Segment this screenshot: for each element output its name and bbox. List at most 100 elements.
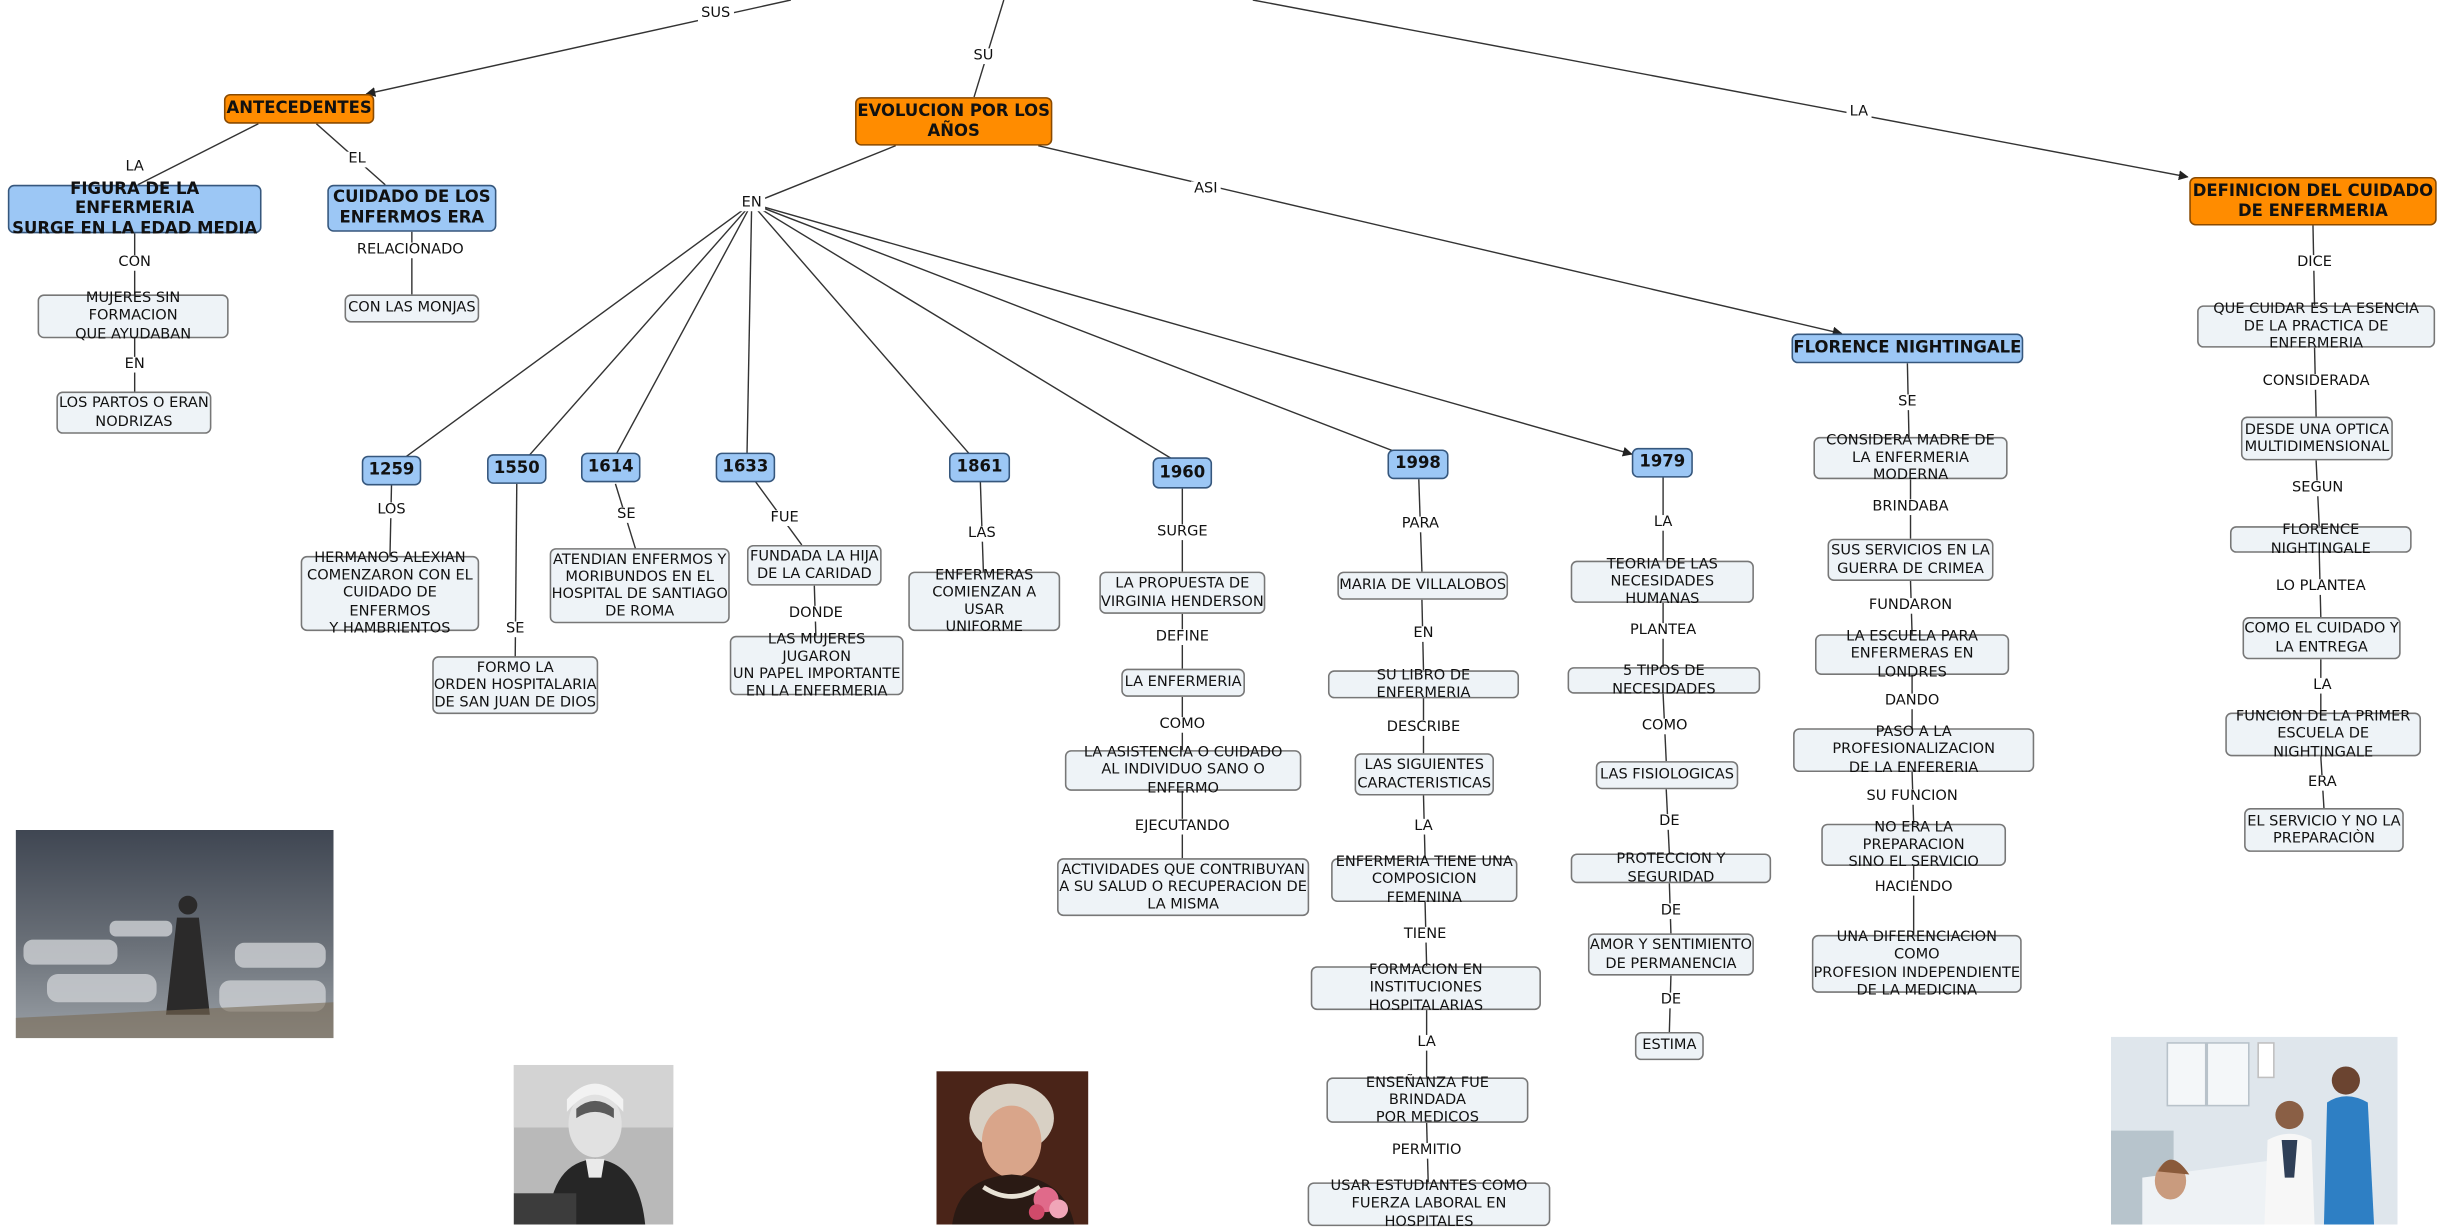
- link-label: PLANTEA: [1626, 622, 1700, 640]
- link-label: SE: [1895, 393, 1920, 411]
- node-villalobos[interactable]: MARIA DE VILLALOBOS: [1337, 571, 1509, 600]
- link-label: DE: [1657, 902, 1685, 920]
- node-actividades[interactable]: ACTIVIDADES QUE CONTRIBUYAN A SU SALUD O…: [1057, 858, 1310, 917]
- link-label: DESCRIBE: [1383, 719, 1464, 737]
- node-escuela[interactable]: LA ESCUELA PARA ENFERMERAS EN LONDRES: [1814, 628, 2010, 681]
- link-label: LA: [1414, 1034, 1439, 1051]
- link-label: SU FUNCION: [1863, 788, 1961, 806]
- node-year-1633[interactable]: 1633: [715, 452, 776, 483]
- node-orden[interactable]: FORMO LA ORDEN HOSPITALARIA DE SAN JUAN …: [432, 656, 599, 715]
- link-label: PERMITIO: [1388, 1142, 1465, 1160]
- link-label: DEFINE: [1152, 628, 1213, 646]
- link-label: LA: [1846, 104, 1872, 121]
- link-label: COMO: [1156, 716, 1209, 734]
- florence-nightingale-portrait: [513, 1064, 674, 1225]
- node-year-1259[interactable]: 1259: [361, 455, 422, 486]
- node-year-1614[interactable]: 1614: [580, 452, 641, 483]
- edge-evo-en: [751, 144, 897, 205]
- link-label: HACIENDO: [1871, 879, 1956, 896]
- link-label: LA: [1411, 818, 1436, 835]
- link-label: EN: [121, 356, 148, 373]
- node-crimea[interactable]: SUS SERVICIOS EN LA GUERRA DE CRIMEA: [1827, 538, 1994, 581]
- link-label: RELACIONADO: [353, 241, 467, 259]
- node-proteccion[interactable]: PROTECCION Y SEGURIDAD: [1570, 851, 1772, 886]
- node-uniforme[interactable]: ENFERMERAS COMIENZAN A USAR UNIFORME: [908, 566, 1061, 636]
- node-year-1979[interactable]: 1979: [1631, 447, 1693, 478]
- node-hermanos[interactable]: HERMANOS ALEXIAN COMENZARON CON EL CUIDA…: [300, 550, 480, 637]
- modern-hospital-photo: [2110, 1036, 2398, 1225]
- edge-en-1998: [751, 202, 1402, 455]
- link-label: SE: [614, 506, 639, 524]
- node-henderson[interactable]: LA PROPUESTA DE VIRGINIA HENDERSON: [1099, 571, 1266, 614]
- link-label: ERA: [2304, 774, 2340, 792]
- link-label: FUNDARON: [1865, 597, 1956, 615]
- node-funcion[interactable]: FUNCION DE LA PRIMER ESCUELA DE NIGHTING…: [2225, 708, 2422, 760]
- node-atendian[interactable]: ATENDIAN ENFERMOS Y MORIBUNDOS EN EL HOS…: [549, 548, 730, 624]
- link-label: LA: [1650, 514, 1676, 532]
- edge-evo-flo: [1038, 144, 1843, 337]
- link-label: DICE: [2293, 254, 2336, 272]
- node-estima[interactable]: ESTIMA: [1634, 1031, 1704, 1061]
- edge-en-1633: [746, 203, 753, 456]
- edge-en-1861: [751, 203, 972, 457]
- link-label: EN: [738, 194, 765, 212]
- link-label: LOS: [374, 501, 409, 519]
- node-profesionalizacion[interactable]: PASO A LA PROFESIONALIZACION DE LA ENFER…: [1793, 724, 2035, 776]
- node-diferenciacion[interactable]: UNA DIFERENCIACION COMO PROFESION INDEPE…: [1811, 928, 2022, 999]
- link-label: FUE: [767, 509, 802, 527]
- node-el-servicio[interactable]: EL SERVICIO Y NO LA PREPARACIÒN: [2244, 808, 2404, 852]
- edge-en-1614: [614, 203, 753, 457]
- link-label: DE: [1657, 992, 1685, 1009]
- link-label: SU: [970, 47, 997, 65]
- node-no-era[interactable]: NO ERA LA PREPARACION SINO EL SERVICIO: [1821, 819, 2007, 871]
- link-label: LO PLANTEA: [2272, 578, 2369, 596]
- node-year-1998[interactable]: 1998: [1387, 449, 1449, 480]
- node-fundada[interactable]: FUNDADA LA HIJA DE LA CARIDAD: [746, 544, 882, 586]
- node-usar-estudiantes[interactable]: USAR ESTUDIANTES COMO FUERZA LABORAL EN …: [1307, 1178, 1551, 1230]
- link-label: PARA: [1398, 515, 1443, 533]
- node-composicion[interactable]: ENFERMERIA TIENE UNA COMPOSICION FEMENIN…: [1331, 854, 1518, 906]
- link-label: BRINDABA: [1869, 498, 1952, 516]
- node-optica[interactable]: DESDE UNA OPTICA MULTIDIMENSIONAL: [2240, 416, 2393, 461]
- edge-en-1979: [751, 202, 1633, 457]
- node-amor[interactable]: AMOR Y SENTIMIENTO DE PERMANENCIA: [1587, 933, 1754, 976]
- node-florence-2[interactable]: FLORENCE NIGHTINGALE: [2229, 522, 2412, 557]
- link-label: DANDO: [1881, 692, 1943, 710]
- node-cuidado-enfermos[interactable]: CUIDADO DE LOS ENFERMOS ERA: [327, 184, 497, 232]
- node-monjas[interactable]: CON LAS MONJAS: [344, 294, 480, 323]
- node-como-cuidado[interactable]: COMO EL CUIDADO Y LA ENTREGA: [2242, 617, 2401, 660]
- link-label: ASI: [1190, 180, 1221, 198]
- node-antecedentes[interactable]: ANTECEDENTES: [223, 93, 375, 124]
- node-madre[interactable]: CONSIDERA MADRE DE LA ENFERMERIA MODERNA: [1813, 432, 2008, 484]
- link-label: SUS: [697, 5, 734, 23]
- node-ensenanza[interactable]: ENSEÑANZA FUE BRINDADA POR MEDICOS: [1326, 1074, 1529, 1126]
- node-mujeres[interactable]: MUJERES SIN FORMACION QUE AYUDABAN: [37, 290, 229, 342]
- node-fisiologicas[interactable]: LAS FISIOLOGICAS: [1595, 761, 1739, 790]
- virginia-henderson-portrait: [936, 1071, 1089, 1225]
- node-cinco-tipos[interactable]: 5 TIPOS DE NECESIDADES: [1567, 663, 1761, 698]
- node-year-1861[interactable]: 1861: [948, 452, 1011, 483]
- node-caracteristicas[interactable]: LAS SIGUIENTES CARACTERISTICAS: [1354, 753, 1494, 796]
- link-label: SEGUN: [2288, 479, 2347, 497]
- node-la-enfermeria[interactable]: LA ENFERMERIA: [1121, 668, 1245, 697]
- node-asistencia[interactable]: LA ASISTENCIA O CUIDADO AL INDIVIDUO SAN…: [1064, 744, 1302, 796]
- link-label: DONDE: [785, 605, 847, 622]
- node-teoria[interactable]: TEORIA DE LAS NECESIDADES HUMANAS: [1570, 556, 1754, 608]
- node-evolucion[interactable]: EVOLUCION POR LOS AÑOS: [855, 97, 1053, 146]
- node-florence[interactable]: FLORENCE NIGHTINGALE: [1791, 333, 2024, 364]
- crimean-war-hospital-engraving: [15, 829, 334, 1039]
- node-mujeres-jugaron[interactable]: LAS MUJERES JUGARON UN PAPEL IMPORTANTE …: [729, 631, 904, 700]
- node-formacion[interactable]: FORMACION EN INSTITUCIONES HOSPITALARIAS: [1310, 962, 1541, 1014]
- link-label: LAS: [964, 525, 999, 543]
- node-definicion[interactable]: DEFINICION DEL CUIDADO DE ENFERMERIA: [2189, 176, 2437, 226]
- node-figura[interactable]: FIGURA DE LA ENFERMERIA SURGE EN LA EDAD…: [7, 179, 262, 238]
- edge-en-1960: [751, 202, 1175, 462]
- node-year-1960[interactable]: 1960: [1152, 457, 1213, 489]
- edge-la-top: [1252, 0, 2189, 181]
- node-year-1550[interactable]: 1550: [487, 454, 547, 484]
- link-label: LA: [122, 158, 148, 176]
- node-libro[interactable]: SU LIBRO DE ENFERMERIA: [1327, 667, 1520, 702]
- node-cuidar-esencia[interactable]: QUE CUIDAR ES LA ESENCIA DE LA PRACTICA …: [2197, 300, 2436, 352]
- node-partos[interactable]: LOS PARTOS O ERAN NODRIZAS: [56, 391, 212, 434]
